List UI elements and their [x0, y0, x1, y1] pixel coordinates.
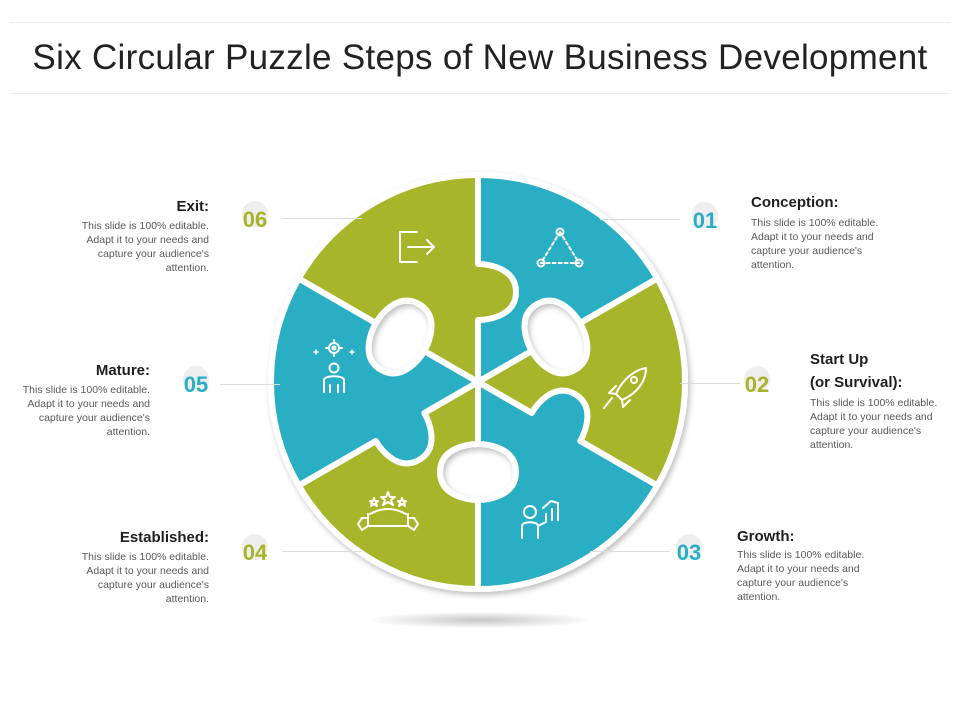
top-divider: [10, 22, 950, 23]
exit-arrow-icon: [399, 231, 435, 263]
step-title-02-line2: (or Survival):: [810, 374, 903, 391]
title-divider: [10, 93, 950, 94]
step-desc-03: This slide is 100% editable. Adapt it to…: [737, 549, 865, 603]
step-desc-05: This slide is 100% editable. Adapt it to…: [22, 384, 150, 438]
connector-03: [590, 551, 670, 552]
step-title-06: Exit:: [176, 198, 209, 215]
step-number-04: 04: [232, 534, 278, 566]
rocket-icon: [603, 367, 647, 409]
connector-02: [680, 383, 740, 384]
step-title-05: Mature:: [95, 362, 150, 379]
ribbon-stars-icon: [357, 491, 419, 531]
step-number-02: 02: [734, 366, 780, 398]
growth-chart-person-icon: [521, 500, 559, 539]
step-desc-02: This slide is 100% editable. Adapt it to…: [810, 397, 938, 451]
connector-05: [220, 384, 280, 385]
puzzle-piece-06: [295, 172, 519, 385]
step-title-03: Growth:: [737, 528, 795, 545]
step-number-03: 03: [666, 534, 712, 566]
puzzle-piece-05: [268, 275, 481, 489]
circle-shadow: [370, 612, 590, 628]
triangle-network-icon: [536, 227, 584, 268]
connector-01: [600, 219, 680, 220]
step-desc-06: This slide is 100% editable. Adapt it to…: [81, 220, 209, 274]
step-title-02: Start Up: [810, 351, 869, 368]
step-desc-04: This slide is 100% editable. Adapt it to…: [81, 551, 209, 605]
step-number-06: 06: [232, 201, 278, 233]
connector-04: [282, 551, 362, 552]
step-number-01: 01: [682, 202, 728, 234]
slide-title: Six Circular Puzzle Steps of New Busines…: [32, 38, 928, 77]
step-title-04: Established:: [119, 529, 209, 546]
step-desc-01: This slide is 100% editable. Adapt it to…: [751, 217, 879, 271]
step-number-05: 05: [173, 366, 219, 398]
person-gear-icon: [313, 339, 355, 393]
step-title-01: Conception:: [751, 194, 839, 211]
connector-06: [282, 218, 362, 219]
